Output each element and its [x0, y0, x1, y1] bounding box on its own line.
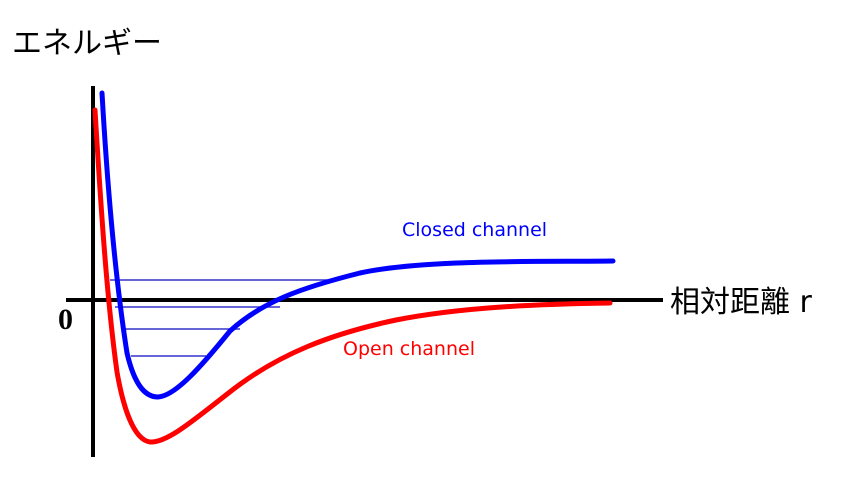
open-channel-curve	[92, 107, 613, 445]
axes-group	[66, 86, 663, 457]
energy-level-lines	[110, 279, 337, 357]
x-axis-label: 相対距離 r	[670, 285, 812, 320]
closed-channel-label: Closed channel	[402, 219, 548, 241]
open-channel-label: Open channel	[343, 338, 475, 360]
y-axis-label: エネルギー	[12, 26, 162, 61]
closed-channel-curve	[99, 90, 616, 400]
origin-zero-label: 0	[58, 303, 73, 336]
